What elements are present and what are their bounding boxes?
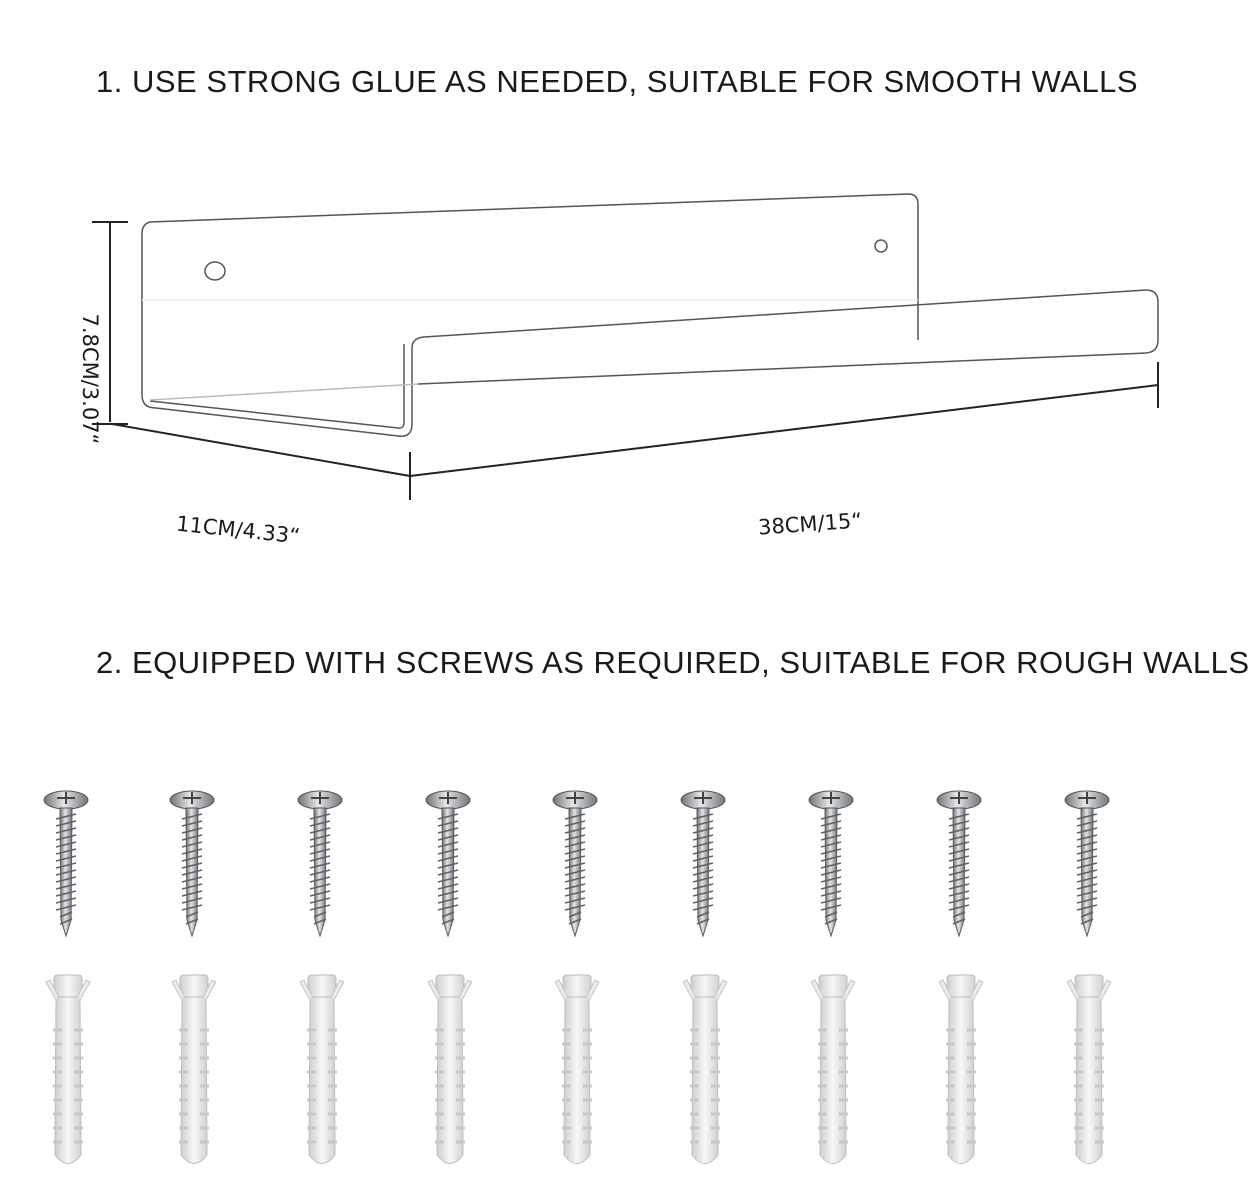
- mount-hole-icon: [204, 261, 226, 281]
- width-dimension-line: [409, 384, 1159, 477]
- wall-anchor-icon: [171, 974, 217, 1164]
- height-dimension-label: 7.8CM/3.07“: [78, 313, 102, 445]
- wall-anchor-icon: [427, 974, 473, 1164]
- wall-anchor-icon: [938, 974, 984, 1164]
- mount-holes: [204, 239, 888, 281]
- mount-hole-icon: [874, 239, 888, 253]
- screw-icon: [297, 790, 343, 938]
- hardware-set: [43, 790, 1112, 1164]
- wall-anchor-icon: [299, 974, 345, 1164]
- wall-anchor-icon: [810, 974, 856, 1164]
- screw-icon: [425, 790, 471, 938]
- screw-icon: [808, 790, 854, 938]
- wall-anchor-icon: [554, 974, 600, 1164]
- screw-icon: [43, 790, 89, 938]
- section2-heading: 2. EQUIPPED WITH SCREWS AS REQUIRED, SUI…: [96, 645, 1250, 680]
- wall-anchor-icon: [45, 974, 91, 1164]
- dimension-lines: [92, 221, 1159, 500]
- section1-heading: 1. USE STRONG GLUE AS NEEDED, SUITABLE F…: [96, 64, 1139, 99]
- wall-anchor-icon: [682, 974, 728, 1164]
- wall-anchor-icon: [1066, 974, 1112, 1164]
- screw-icon: [1064, 790, 1110, 938]
- screw-icon: [936, 790, 982, 938]
- acrylic-shelf-diagram: [92, 193, 1159, 500]
- depth-dimension-line: [111, 423, 411, 477]
- shelf-outline: [141, 193, 1159, 437]
- screw-icon: [169, 790, 215, 938]
- screw-icon: [552, 790, 598, 938]
- screw-icon: [680, 790, 726, 938]
